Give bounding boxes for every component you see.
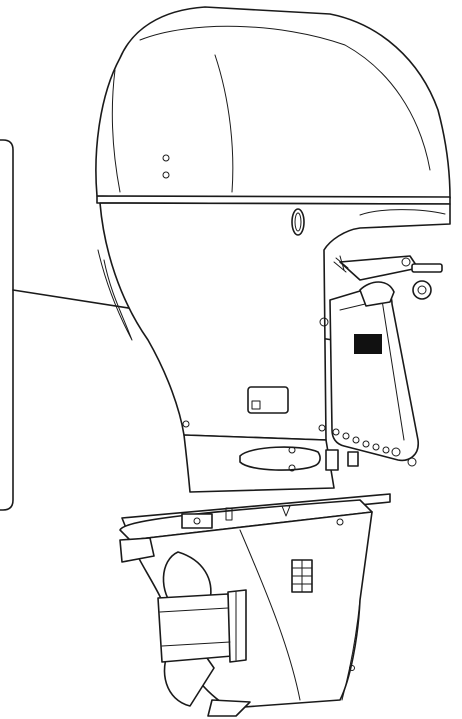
lower-plate: [119, 499, 373, 541]
trim-tab: [119, 537, 155, 563]
cowling-vent-hole-lower: [162, 171, 170, 179]
bottom-cowling: [97, 202, 451, 441]
propeller: [157, 551, 247, 707]
midsection: [183, 434, 339, 493]
anode-block: [181, 513, 213, 529]
cowling-latch-oval: [291, 208, 305, 236]
tilt-knob: [412, 280, 432, 300]
service-cover: [247, 386, 289, 414]
label-plate: [354, 334, 382, 354]
skeg: [207, 699, 251, 717]
cowling-vent-hole-upper: [162, 154, 170, 162]
water-intake-oval: [239, 446, 321, 471]
clamp-bracket: [319, 255, 443, 467]
callout-box: [0, 139, 14, 511]
engine-cowling: [95, 6, 451, 204]
